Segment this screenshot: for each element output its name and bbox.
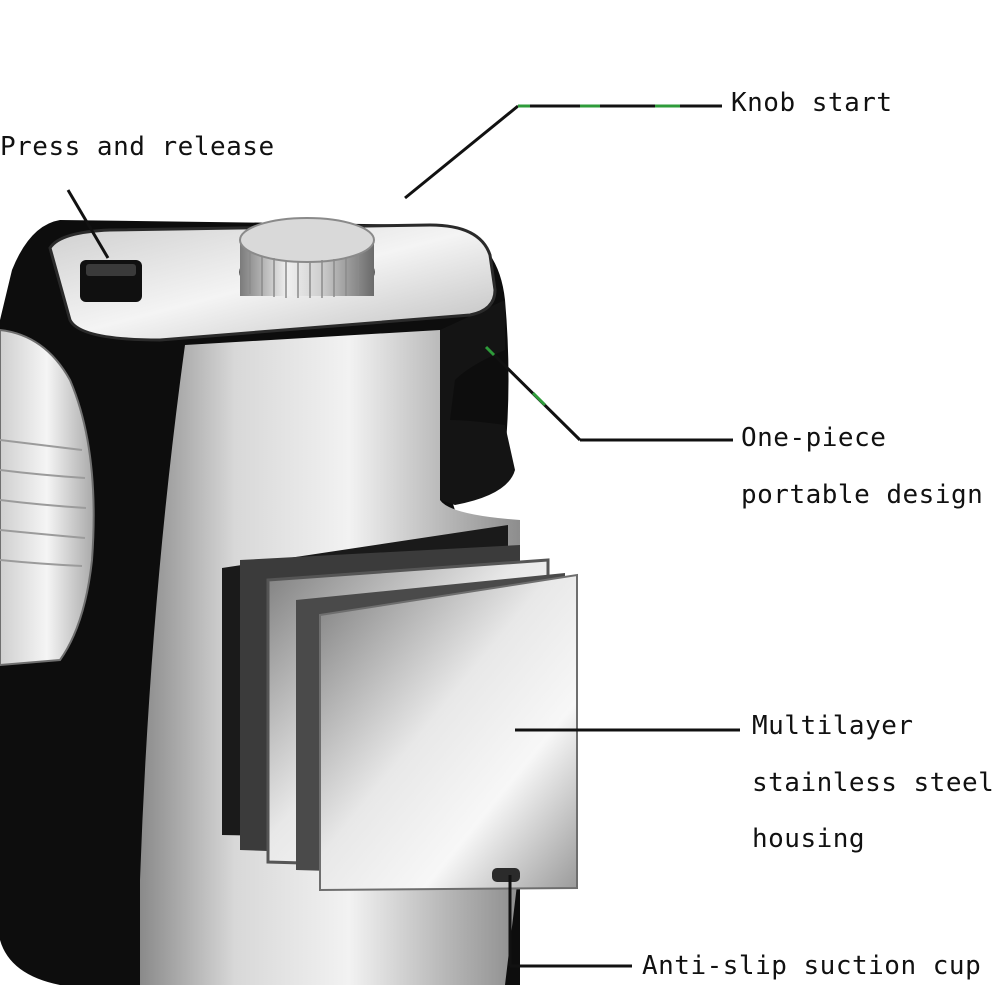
label-multilayer-line1: Multilayer [752,711,914,741]
label-one-piece-line2: portable design [741,480,984,510]
plate-front [319,573,578,892]
knob-top [239,217,375,263]
suction-cup [492,868,520,882]
label-one-piece-line1: One-piece [741,423,887,453]
press-button-highlight [86,264,136,276]
label-multilayer-line2: stainless steel [752,768,995,798]
right-black-panel [440,300,515,505]
pasta-drum [0,328,95,667]
label-multilayer-line3: housing [752,824,866,854]
label-anti-slip-suction-cup: Anti-slip suction cup [642,951,982,981]
label-press-and-release: Press and release [0,132,275,162]
label-knob-start: Knob start [731,88,893,118]
callout-accents [484,104,680,407]
callout-lines [66,104,740,968]
drum-ridges [0,439,87,567]
knob-knurling [249,252,359,298]
